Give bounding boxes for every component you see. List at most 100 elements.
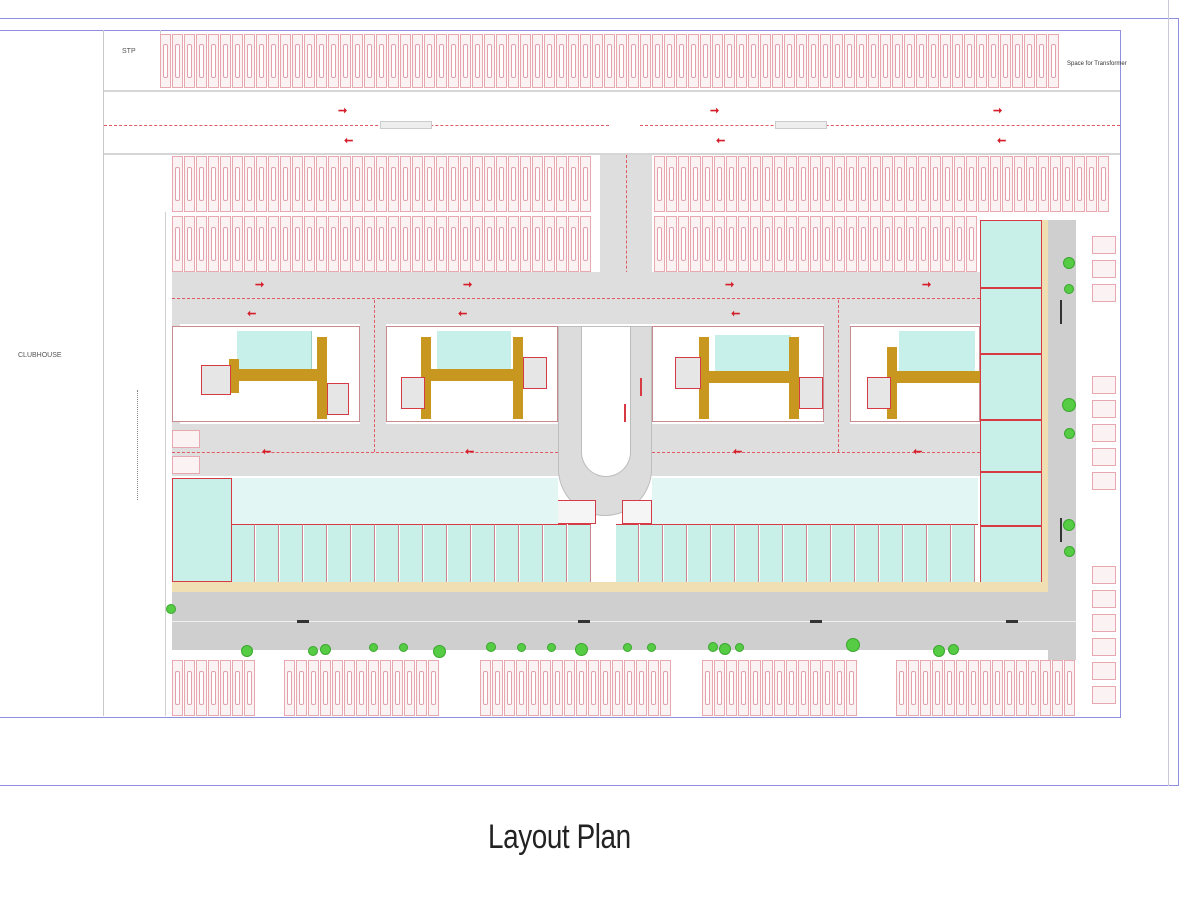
parking-stall (726, 660, 737, 716)
parking-stall (1036, 34, 1047, 88)
shop-unit (376, 524, 399, 582)
parking-stall (612, 660, 623, 716)
parking-stall (1040, 660, 1051, 716)
shop-unit (448, 524, 471, 582)
shop-unit (856, 524, 879, 582)
parking-stall (268, 216, 279, 272)
parking-stall (930, 216, 941, 272)
parking-stall (702, 156, 713, 212)
parking-stall (904, 34, 915, 88)
parking-stall (544, 216, 555, 272)
parking-stall (1092, 614, 1116, 632)
parking-stall (364, 156, 375, 212)
parking-stall (220, 216, 231, 272)
tree-icon (1062, 398, 1076, 412)
shop-divider (981, 525, 1041, 527)
parking-stall (908, 660, 919, 716)
parking-stall (628, 34, 639, 88)
parking-stall (772, 34, 783, 88)
parking-stall (580, 216, 591, 272)
bottom-parking-group-3 (480, 660, 674, 716)
parking-stall (328, 156, 339, 212)
parking-stall (1092, 424, 1116, 442)
parking-stall (738, 156, 749, 212)
parking-stall (896, 660, 907, 716)
shops-row-left (232, 524, 608, 582)
corridor-left (699, 337, 709, 419)
drawing-caption: Layout Plan (488, 818, 631, 856)
stair-core-right (523, 357, 547, 389)
shop-unit (832, 524, 855, 582)
parking-stall (376, 156, 387, 212)
parking-stall (882, 216, 893, 272)
road-marker (1006, 620, 1018, 623)
parking-stall (400, 156, 411, 212)
parking-stall (892, 34, 903, 88)
parking-stall (1086, 156, 1097, 212)
parking-stall (504, 660, 515, 716)
shop-unit (496, 524, 519, 582)
parking-stall (220, 34, 231, 88)
parking-stall (738, 216, 749, 272)
parking-stall (714, 156, 725, 212)
top-parking-row (160, 34, 1064, 88)
tree-icon (734, 642, 744, 652)
parking-stall (244, 34, 255, 88)
parking-stall (496, 216, 507, 272)
parking-stall (244, 216, 255, 272)
parking-stall (928, 34, 939, 88)
parking-stall (906, 156, 917, 212)
parking-stall (436, 216, 447, 272)
inner-driveway-mid-right (824, 300, 850, 476)
road-marker (810, 620, 822, 623)
parking-stall (580, 156, 591, 212)
sheet-outer-border (0, 18, 1179, 786)
podium-parking-strip-right (652, 478, 978, 525)
parking-stall (774, 660, 785, 716)
parking-stall (208, 216, 219, 272)
arrow-left-icon: ➞ (913, 446, 923, 458)
shop-unit (400, 524, 423, 582)
top-driveway-centerline-right (640, 125, 1120, 126)
parking-stall (980, 660, 991, 716)
parking-stall (1092, 686, 1116, 704)
parking-stall (552, 660, 563, 716)
parking-stall (352, 34, 363, 88)
parking-stall (992, 660, 1003, 716)
parking-stall (966, 216, 977, 272)
parking-stall (810, 216, 821, 272)
parking-stall (750, 660, 761, 716)
parking-stall (292, 34, 303, 88)
tree-icon (241, 645, 253, 657)
parking-stall (232, 660, 243, 716)
building-block-3 (652, 326, 824, 422)
parking-row-3-right (654, 216, 978, 272)
parking-stall (1048, 34, 1059, 88)
parking-stall (404, 660, 415, 716)
parking-stall (480, 660, 491, 716)
shop-unit (640, 524, 663, 582)
parking-stall (376, 216, 387, 272)
tree-icon (432, 644, 446, 658)
shop-divider (981, 287, 1041, 289)
parking-stall (940, 34, 951, 88)
parking-stall (208, 156, 219, 212)
parking-stall (858, 156, 869, 212)
parking-stall (1092, 472, 1116, 490)
stair-core-left (675, 357, 701, 389)
shop-unit (424, 524, 447, 582)
parking-stall (400, 216, 411, 272)
parking-stall (856, 34, 867, 88)
tree-icon (516, 642, 526, 652)
bottom-parking-group-5 (896, 660, 1076, 716)
shop-unit (904, 524, 927, 582)
parking-stall (320, 660, 331, 716)
parking-stall (1052, 660, 1063, 716)
parking-stall (508, 34, 519, 88)
inner-driveway-mid-right-line (838, 300, 839, 452)
shops-row-right (616, 524, 980, 582)
road-label-right (775, 121, 827, 129)
parking-stall (580, 34, 591, 88)
parking-stall (666, 156, 677, 212)
parking-stall (448, 34, 459, 88)
